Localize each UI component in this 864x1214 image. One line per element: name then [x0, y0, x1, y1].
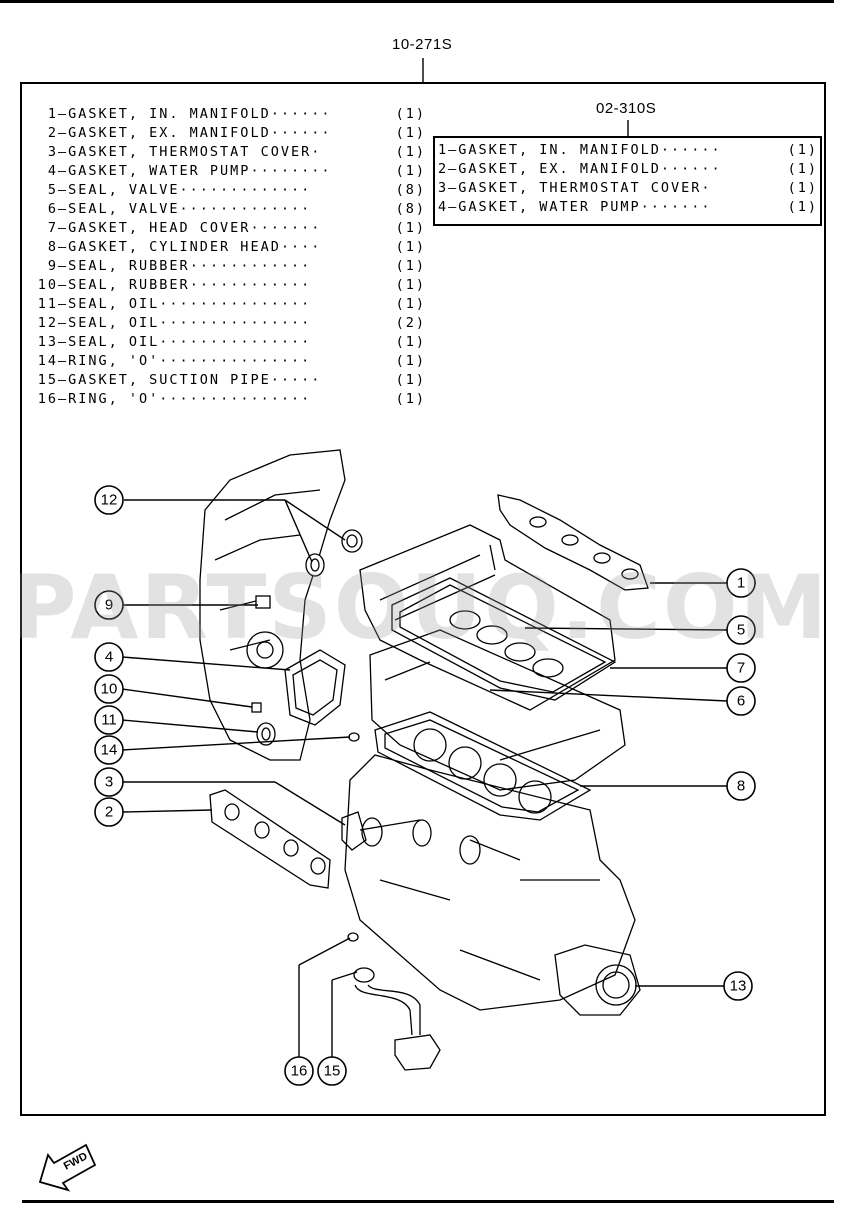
svg-text:7: 7 — [737, 660, 745, 677]
o-ring-14-drawing — [348, 732, 360, 742]
rear-seal-housing-drawing — [554, 944, 641, 1016]
kit-main-code: 10-271S — [392, 36, 453, 53]
list-item: 3–GASKET, THERMOSTAT COVER·(1) — [438, 180, 818, 196]
list-item: 16–RING, 'O'···············(1) — [37, 391, 426, 407]
list-item: 2–GASKET, EX. MANIFOLD······(1) — [438, 161, 818, 177]
callout-4: 4 — [94, 642, 124, 672]
list-item: 7–GASKET, HEAD COVER·······(1) — [47, 220, 426, 236]
callout-16: 16 — [284, 1056, 314, 1086]
svg-text:10: 10 — [101, 681, 118, 698]
svg-text:8: 8 — [737, 778, 745, 795]
list-item: 10–SEAL, RUBBER············(1) — [37, 277, 426, 293]
list-item: 1–GASKET, IN. MANIFOLD······(1) — [438, 142, 818, 158]
callout-5: 5 — [726, 615, 756, 645]
callout-6: 6 — [726, 686, 756, 716]
list-item: 4–GASKET, WATER PUMP········(1) — [47, 163, 426, 179]
list-item: 8–GASKET, CYLINDER HEAD····(1) — [47, 239, 426, 255]
callout-14: 14 — [94, 735, 124, 765]
svg-text:3: 3 — [105, 774, 113, 791]
svg-text:16: 16 — [291, 1063, 308, 1080]
list-item: 11–SEAL, OIL···············(1) — [37, 296, 426, 312]
callout-8: 8 — [726, 771, 756, 801]
svg-text:11: 11 — [101, 712, 117, 729]
list-item: 5–SEAL, VALVE·············(8) — [47, 182, 426, 198]
callout-1: 1 — [726, 568, 756, 598]
timing-cover-drawing — [199, 449, 346, 761]
list-item: 12–SEAL, OIL···············(2) — [37, 315, 426, 331]
kit-main-parts-list: 1–GASKET, IN. MANIFOLD······(1) 2–GASKET… — [30, 105, 426, 409]
callout-12: 12 — [94, 485, 124, 515]
thermostat-gasket-drawing — [341, 811, 367, 851]
exhaust-manifold-gasket-drawing — [209, 789, 331, 889]
svg-text:9: 9 — [105, 597, 113, 614]
svg-text:4: 4 — [105, 649, 113, 666]
callout-13: 13 — [723, 971, 753, 1001]
head-cover-drawing — [359, 524, 616, 711]
svg-text:6: 6 — [737, 693, 745, 710]
list-item: 15–GASKET, SUCTION PIPE·····(1) — [37, 372, 426, 388]
rubber-seal-9-drawing — [255, 595, 271, 609]
svg-text:12: 12 — [101, 492, 118, 509]
svg-text:14: 14 — [101, 742, 118, 759]
o-ring-16-drawing — [347, 932, 359, 942]
bottom-rule — [22, 1200, 834, 1203]
callout-2: 2 — [94, 797, 124, 827]
water-pump-gasket-drawing — [284, 649, 346, 726]
list-item: 3–GASKET, THERMOSTAT COVER·(1) — [47, 144, 426, 160]
callout-3: 3 — [94, 767, 124, 797]
head-cover-gasket-drawing — [391, 577, 617, 701]
list-item: 14–RING, 'O'···············(1) — [37, 353, 426, 369]
list-item: 9–SEAL, RUBBER············(1) — [47, 258, 426, 274]
top-rule — [0, 0, 834, 3]
intake-manifold-gasket-drawing — [497, 494, 649, 591]
list-item: 4–GASKET, WATER PUMP·······(1) — [438, 199, 818, 215]
svg-text:1: 1 — [737, 575, 745, 592]
callout-7: 7 — [726, 653, 756, 683]
list-item: 6–SEAL, VALVE·············(8) — [47, 201, 426, 217]
callout-9: 9 — [94, 590, 124, 620]
callout-10: 10 — [94, 674, 124, 704]
svg-text:15: 15 — [324, 1063, 341, 1080]
list-item: 2–GASKET, EX. MANIFOLD······(1) — [47, 125, 426, 141]
list-item: 1–GASKET, IN. MANIFOLD······(1) — [47, 106, 426, 122]
kit-sub-frame — [433, 136, 822, 226]
oil-suction-pipe-drawing — [353, 967, 441, 1071]
kit-sub-parts-list: 1–GASKET, IN. MANIFOLD······(1) 2–GASKET… — [438, 141, 818, 217]
callout-11: 11 — [94, 705, 124, 735]
cylinder-block-drawing — [344, 754, 636, 1011]
svg-text:2: 2 — [105, 804, 113, 821]
svg-text:5: 5 — [737, 622, 745, 639]
list-item: 13–SEAL, OIL···············(1) — [37, 334, 426, 350]
oil-seal-12-drawing — [305, 529, 363, 577]
kit-sub-code: 02-310S — [596, 100, 657, 117]
kit-main-frame — [20, 82, 826, 1116]
fwd-arrow-icon: FWD — [38, 1143, 97, 1192]
svg-text:13: 13 — [730, 978, 747, 995]
rubber-seal-10-drawing — [251, 702, 262, 713]
callout-15: 15 — [317, 1056, 347, 1086]
head-gasket-drawing — [374, 711, 592, 821]
oil-seal-11-drawing — [256, 722, 276, 746]
